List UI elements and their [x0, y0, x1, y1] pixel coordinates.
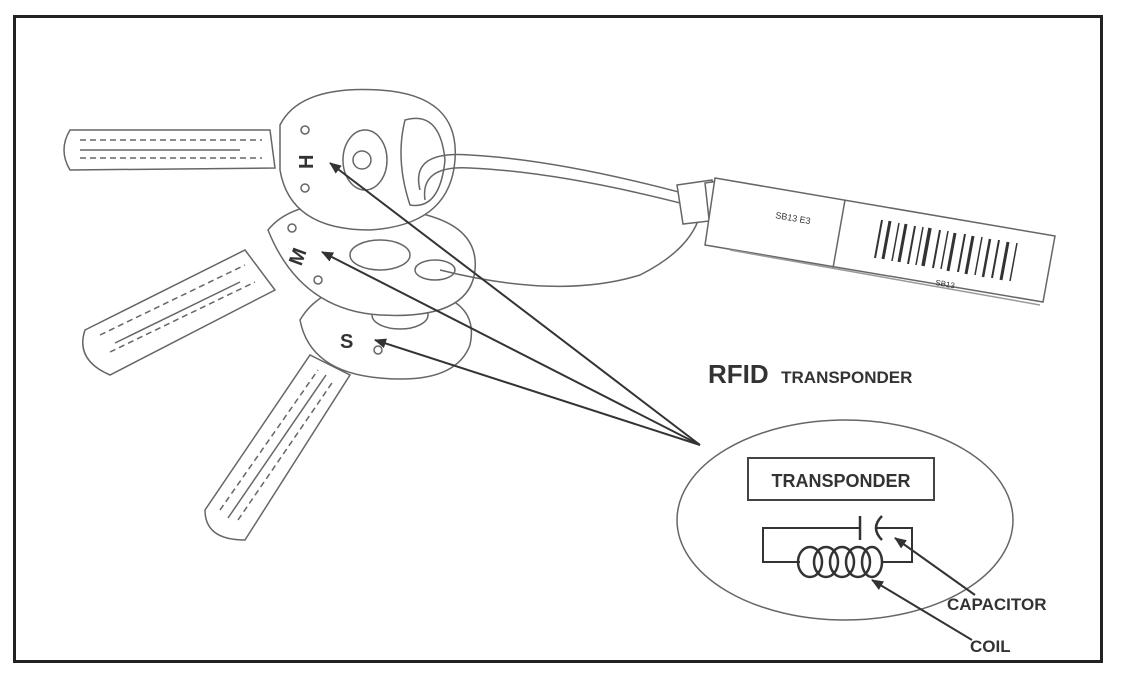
- key-blade-top: [63, 129, 276, 171]
- key-blade-bottom: [204, 354, 352, 541]
- transponder-box: [747, 457, 935, 501]
- key-head-m: [267, 202, 476, 317]
- key-letter-m: M: [285, 245, 311, 268]
- rfid-title: RFID TRANSPONDER: [708, 359, 912, 389]
- capacitor-leader: [894, 537, 976, 596]
- diagram-frame: [13, 15, 1103, 663]
- capacitor-label: CAPACITOR: [947, 595, 1047, 614]
- transponder-callout: [676, 419, 1014, 621]
- key-blade-middle: [82, 249, 277, 376]
- tag-cable: [417, 153, 701, 288]
- barcode-stripes: [874, 219, 1018, 282]
- coil-leader: [871, 579, 973, 641]
- key-letter-s: S: [340, 331, 353, 353]
- coil-capacitor-circuit: [762, 515, 913, 563]
- tag-small-code: SB13: [935, 278, 956, 290]
- rfid-title-main: RFID: [708, 359, 769, 389]
- coil-label: COIL: [970, 637, 1011, 656]
- rfid-title-sub: TRANSPONDER: [781, 368, 912, 387]
- key-letter-h: H: [296, 155, 318, 169]
- transponder-box-label: TRANSPONDER: [771, 471, 910, 491]
- key-head-h: [279, 88, 456, 231]
- coil-icon: [796, 545, 884, 579]
- pointer-lines: [321, 162, 701, 446]
